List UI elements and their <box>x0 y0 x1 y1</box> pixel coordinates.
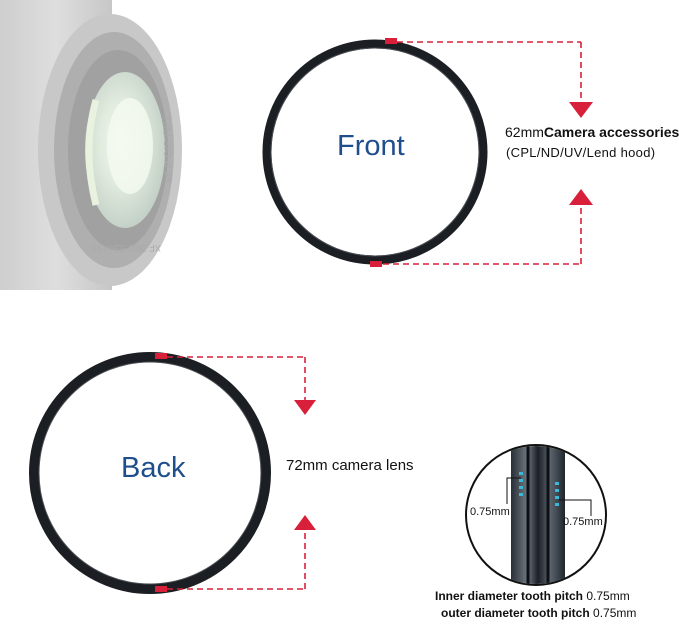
arrow-up-icon <box>569 189 593 205</box>
front-label: Front <box>337 130 405 162</box>
front-spec-text: Camera accessories <box>543 124 679 140</box>
arrow-down-icon <box>294 400 316 415</box>
lens-engraving-1: 88 Ø OIS ƒW L <box>162 114 175 183</box>
camera-lens-photo <box>0 0 182 290</box>
back-ring <box>29 352 271 594</box>
thread-closeup <box>465 444 607 586</box>
inner-pitch-value: 0.75mm <box>586 589 630 603</box>
outer-pitch-callout: 0.75mm <box>563 516 603 528</box>
front-spec: 62mmCamera accessories <box>505 124 679 140</box>
inner-pitch-callout: 0.75mm <box>470 506 510 518</box>
outer-pitch-label: outer diameter tooth pitch <box>441 606 590 620</box>
back-dimension-lines <box>157 356 306 590</box>
front-ring <box>262 39 488 265</box>
lens-engraving-2: XF ƎBC ƎƎ₫ɅƎƎ <box>91 243 161 253</box>
outer-pitch-value: 0.75mm <box>593 606 637 620</box>
back-label: Back <box>121 452 186 484</box>
arrow-down-icon <box>569 102 593 118</box>
inner-pitch-caption: Inner diameter tooth pitch 0.75mm <box>435 589 630 603</box>
back-spec: 72mm camera lens <box>286 457 414 474</box>
front-size: 62mm <box>505 124 544 140</box>
front-dimension-lines <box>373 41 582 265</box>
front-accessory-types: (CPL/ND/UV/Lend hood) <box>506 145 656 160</box>
arrow-up-icon <box>294 515 316 530</box>
inner-pitch-label: Inner diameter tooth pitch <box>435 589 584 603</box>
outer-pitch-caption: outer diameter tooth pitch 0.75mm <box>441 606 636 620</box>
